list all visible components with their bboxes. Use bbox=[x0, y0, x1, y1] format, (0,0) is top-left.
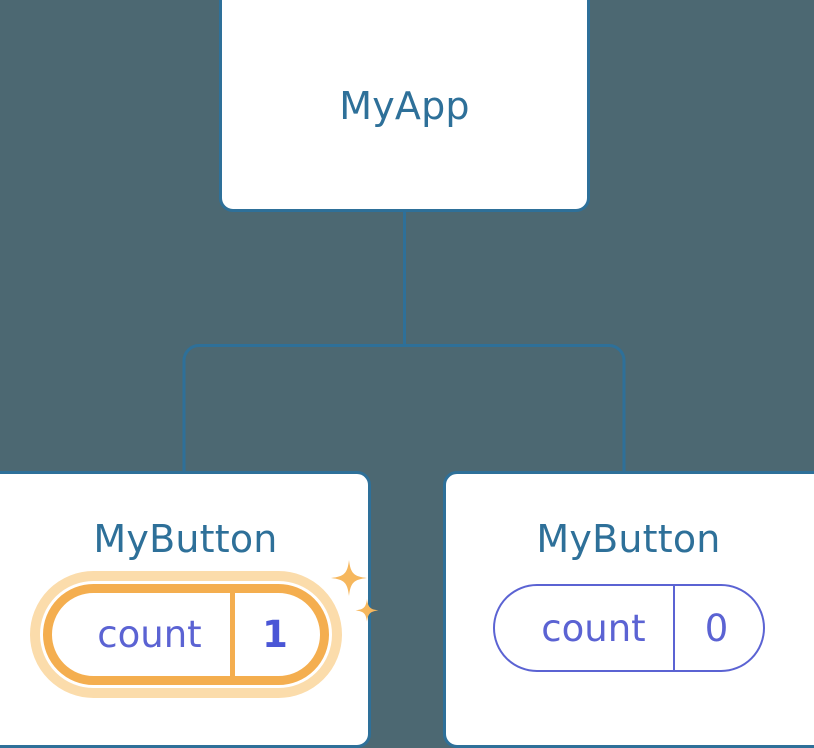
node-title-child-0: MyButton bbox=[93, 517, 278, 561]
connector-branch-right bbox=[404, 344, 626, 472]
node-title-child-1: MyButton bbox=[536, 517, 721, 561]
state-pill-left[interactable]: count 1 bbox=[29, 560, 378, 698]
node-card-myapp[interactable]: MyApp bbox=[219, 0, 590, 212]
state-key-right: count bbox=[541, 606, 646, 650]
sparkle-icon bbox=[330, 560, 378, 622]
state-pill-body-right[interactable]: count 0 bbox=[492, 584, 765, 672]
state-value-left: 1 bbox=[229, 593, 320, 676]
node-card-mybutton-left[interactable]: MyButton count 1 bbox=[0, 471, 378, 748]
state-pill-right[interactable]: count 0 bbox=[492, 584, 765, 672]
connector-branch-left bbox=[182, 344, 405, 472]
node-card-mybutton-right[interactable]: MyButton count 0 bbox=[443, 471, 814, 748]
state-pill-body-left[interactable]: count 1 bbox=[42, 584, 329, 685]
state-key-left: count bbox=[97, 613, 202, 656]
node-title-root: MyApp bbox=[339, 84, 470, 128]
state-value-right: 0 bbox=[672, 586, 763, 670]
